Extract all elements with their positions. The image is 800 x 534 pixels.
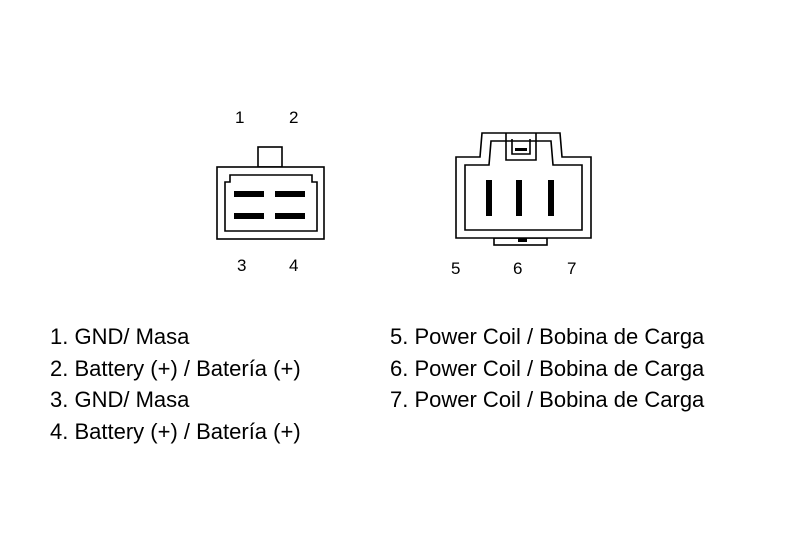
- legend-item-pin-1: 1. GND/ Masa: [50, 324, 190, 349]
- pin-legend-right: 5. Power Coil / Bobina de Carga 6. Power…: [390, 321, 704, 416]
- connector-b-terminals: [486, 148, 554, 242]
- terminal-pin-2: [275, 191, 305, 197]
- pin-label-1: 1: [235, 108, 244, 127]
- connector-b-bottom-notch: [518, 238, 527, 242]
- pin-label-3: 3: [237, 256, 246, 275]
- legend-item-pin-7: 7. Power Coil / Bobina de Carga: [390, 387, 705, 412]
- connector-b-lock-outer: [505, 133, 537, 161]
- pin-legend-left: 1. GND/ Masa 2. Battery (+) / Batería (+…: [50, 321, 301, 447]
- legend-item-pin-5: 5. Power Coil / Bobina de Carga: [390, 324, 705, 349]
- pin-label-6: 6: [513, 259, 522, 278]
- terminal-pin-3: [234, 213, 264, 219]
- connector-b-lock-inner: [511, 139, 531, 155]
- connector-a: [216, 146, 325, 240]
- terminal-pin-5: [486, 180, 492, 216]
- connector-b-lock-cap: [515, 148, 527, 151]
- connector-a-latch-tab: [257, 146, 283, 168]
- connector-b-inner-housing: [464, 140, 583, 231]
- legend-item-pin-4: 4. Battery (+) / Batería (+): [50, 418, 301, 444]
- terminal-pin-1: [234, 191, 264, 197]
- connector-a-outer-housing: [216, 166, 325, 240]
- legend-item-pin-6: 6. Power Coil / Bobina de Carga: [390, 355, 705, 381]
- pin-label-4: 4: [289, 256, 298, 275]
- legend-item-pin-3: 3. GND/ Masa: [50, 387, 190, 412]
- connector-a-inner-housing: [224, 174, 318, 232]
- terminal-pin-7: [548, 180, 554, 216]
- legend-item-pin-2: 2. Battery (+) / Batería (+): [50, 355, 301, 381]
- terminal-pin-4: [275, 213, 305, 219]
- pin-label-5: 5: [451, 259, 460, 278]
- pin-label-2: 2: [289, 108, 298, 127]
- connector-a-terminals: [234, 191, 305, 219]
- pin-label-7: 7: [567, 259, 576, 278]
- terminal-pin-6: [516, 180, 522, 216]
